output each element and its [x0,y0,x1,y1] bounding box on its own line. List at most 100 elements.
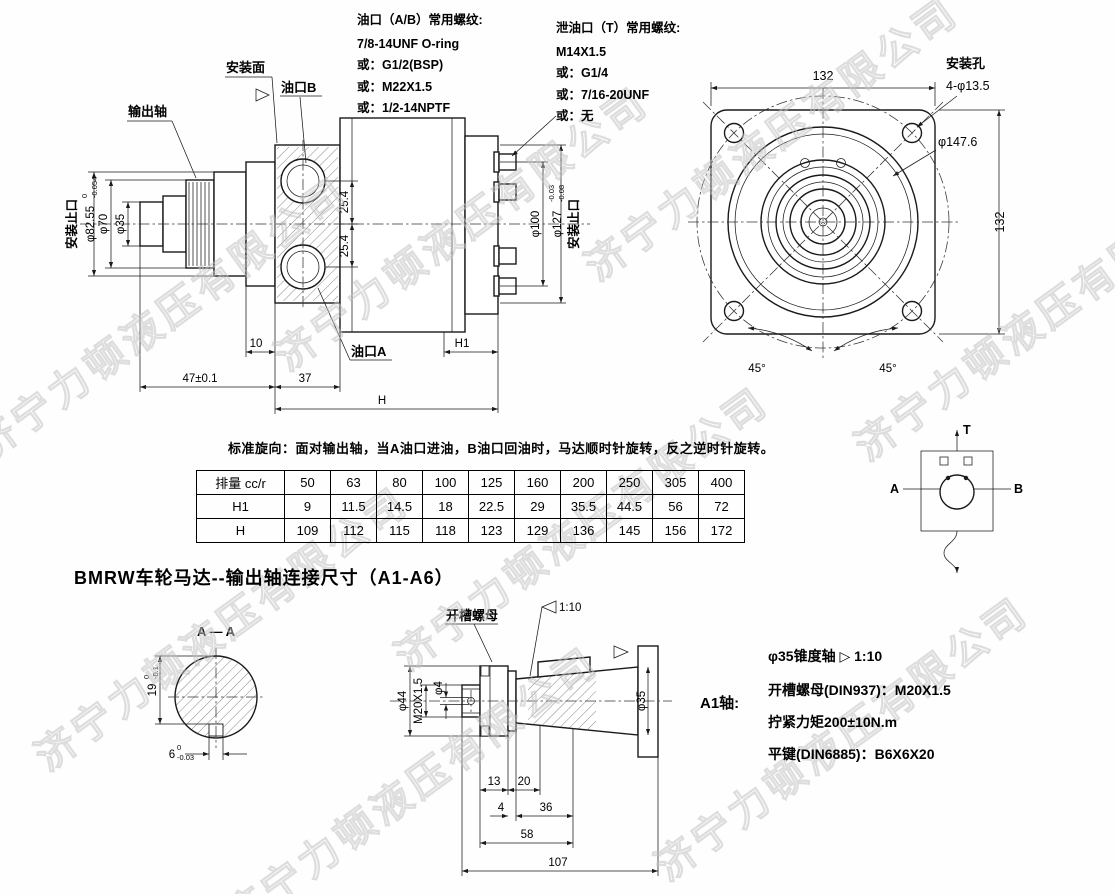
port-t-option: 或：G1/4 [556,66,609,80]
table-cell: 11.5 [330,494,377,519]
dim-dia-100: φ100 [530,211,542,238]
drain-port-thread-note: 泄油口（T）常用螺纹: M14X1.5 或：G1/4 或：7/16-20UNF … [556,18,680,128]
dim-len-37: 37 [299,373,312,385]
mounting-holes-label-2: 4-φ13.5 [946,79,990,93]
dim-6: 6 [169,749,175,761]
table-cell: 14.5 [376,494,423,519]
mounting-holes-label-1: 安装孔 [946,56,985,71]
table-cell: 129 [514,518,561,543]
dim-dia-8255-tol-bot: -0.054 [90,177,99,198]
dim-dia-70: φ70 [98,214,110,234]
dim-dia-127-tol-bot: -0.08 [557,185,566,202]
a1-spec-taper: φ35锥度轴 ▷ 1:10 [768,648,883,664]
table-cell: 44.5 [606,494,653,519]
dim-height-132: 132 [993,212,1007,233]
port-t-option: 或：无 [556,109,594,123]
table-cell: 63 [330,470,377,495]
dim-len-h: H [378,395,386,407]
a1-spec-torque: 拧紧力矩200±10N.m [768,714,898,730]
dim-19-tol-top: 0 [142,675,151,679]
table-cell: 172 [698,518,745,543]
row-header: 排量 cc/r [196,470,285,495]
port-ab-note-title: 油口（A/B）常用螺纹: [357,13,483,27]
a1-shaft-label: A1轴: [700,695,740,712]
dim-len-58: 58 [521,829,534,841]
motor-body [339,117,466,333]
displacement-table: 排量 cc/r 50 63 80 100 125 160 200 250 305… [196,470,745,543]
dim-19: 19 [147,684,159,697]
dim-dia-35-shaft: φ35 [636,691,648,711]
port-ab-option: 7/8-14UNF O-ring [357,36,460,51]
dim-pitch-a: 25.4 [339,234,351,257]
rear-cap [464,135,499,315]
dim-pitch-b: 25.4 [339,190,351,213]
aa-section-view: A — A 19 0 -0.1 6 0 -0.03 [142,624,264,762]
row-header: H1 [196,494,285,519]
dim-dia-127-tol-top: -0.03 [547,185,556,202]
table-row: H1 9 11.5 14.5 18 22.5 29 35.5 44.5 56 7… [196,494,745,519]
dim-len-36: 36 [540,802,553,814]
dim-dia-127: φ127 [552,211,564,238]
table-cell: 160 [514,470,561,495]
dim-len-107: 107 [548,857,567,869]
mounting-hole [901,122,923,144]
output-shaft-label: 输出轴 [128,104,167,119]
table-cell: 109 [284,518,331,543]
table-cell: 22.5 [468,494,515,519]
slotted-nut-label: 开槽螺母 [446,608,498,623]
port-t-note-title: 泄油口（T）常用螺纹: [556,21,681,35]
taper-triangle-icon [541,600,557,614]
side-view-bottom-dims: 10 47±0.1 37 H1 H [139,246,499,414]
port-ab-option: 或：M22X1.5 [357,79,433,94]
schematic-b-label: B [1014,482,1023,496]
side-view-right-dims: φ100 φ127 -0.03 -0.08 安装止口 [500,144,581,304]
dim-len-h1: H1 [455,338,470,350]
port-b-label: 油口B [281,80,316,95]
shaft-detail-view: 开槽螺母 1:10 φ44 M20X1.5 φ4 φ35 [390,600,672,876]
side-view-callouts: 安装面 输出轴 油口B 油口A [127,60,557,361]
drain-line [943,530,960,574]
table-cell: 115 [376,518,423,543]
dim-len-4: 4 [498,802,505,814]
mounting-hole [723,122,745,144]
table-cell: 50 [284,470,331,495]
dim-6-tol-top: 0 [177,743,181,752]
surface-mark-triangle-icon [255,88,270,102]
rotation-direction-note: 标准旋向：面对输出轴，当A油口进油，B油口回油时，马达顺时针旋转，反之逆时针旋转… [228,441,775,456]
dim-width-132: 132 [813,69,834,83]
table-cell: 56 [652,494,699,519]
table-cell: 136 [560,518,607,543]
aa-section-label: A — A [197,624,236,639]
table-cell: 200 [560,470,607,495]
dim-thread-m20: M20X1.5 [413,678,425,724]
table-cell: 156 [652,518,699,543]
table-cell: 123 [468,518,515,543]
dim-19-tol-bot: -0.1 [151,666,160,679]
table-cell: 400 [698,470,745,495]
dim-len-10: 10 [250,338,263,350]
taper-ratio-label: 1:10 [559,602,581,614]
schematic-a-label: A [890,482,899,496]
spigot-right-label: 安装止口 [566,199,581,249]
dim-dia-44: φ44 [397,690,409,711]
drain-port-leader [511,115,557,157]
table-cell: 72 [698,494,745,519]
table-cell: 118 [422,518,469,543]
table-cell: 145 [606,518,653,543]
motor-symbol [939,474,975,510]
port-t-option: M14X1.5 [556,44,607,59]
dim-angle-left: 45° [748,363,765,375]
dim-6-tol-bot: -0.03 [177,753,194,762]
table-cell: 112 [330,518,377,543]
dim-len-13: 13 [488,776,501,788]
table-cell: 80 [376,470,423,495]
mounting-surface-label: 安装面 [226,60,265,75]
table-cell: 18 [422,494,469,519]
port-ab-thread-note: 油口（A/B）常用螺纹: 7/8-14UNF O-ring 或：G1/2(BSP… [357,10,483,120]
dim-dia-4: φ4 [433,680,445,694]
key [537,656,591,678]
dim-dia-35: φ35 [115,214,127,234]
mounting-hole [723,300,745,322]
